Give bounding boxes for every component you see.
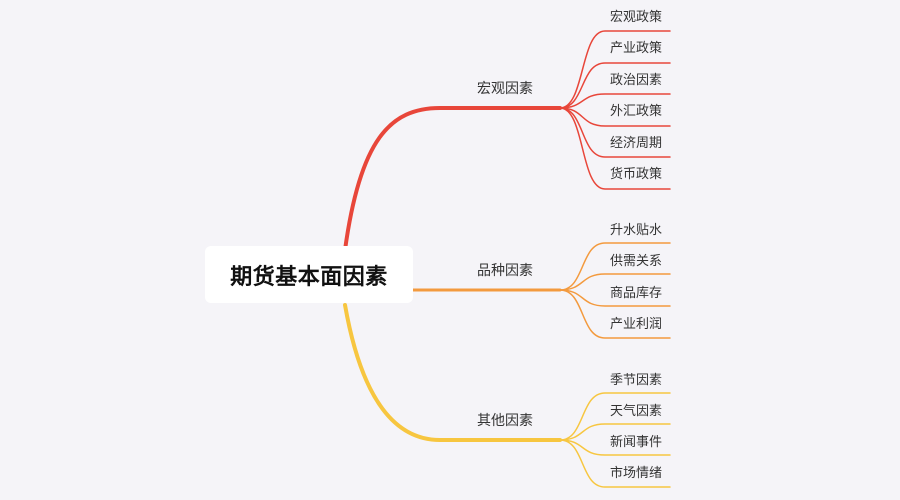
leaf-label[interactable]: 升水贴水 bbox=[610, 223, 663, 238]
branch-leaf-link bbox=[559, 439, 671, 488]
leaf-label[interactable]: 产业利润 bbox=[610, 317, 663, 332]
branch-leaf-link bbox=[559, 423, 671, 441]
leaf-label[interactable]: 政治因素 bbox=[610, 73, 663, 88]
branch-leaf-link bbox=[559, 242, 671, 291]
leaf-label[interactable]: 供需关系 bbox=[610, 254, 663, 269]
branch-leaf-link bbox=[559, 392, 671, 441]
root-label: 期货基本面因素 bbox=[230, 264, 388, 290]
branch-leaf-link bbox=[559, 93, 671, 109]
branch-leaf-link bbox=[559, 107, 671, 190]
branch-leaf-link bbox=[559, 273, 671, 291]
branch-label-variety[interactable]: 品种因素 bbox=[477, 263, 533, 279]
leaf-label[interactable]: 经济周期 bbox=[610, 136, 663, 151]
branch-leaf-link bbox=[559, 62, 671, 109]
branch-leaf-link bbox=[559, 107, 671, 158]
root-branch-link bbox=[343, 106, 562, 252]
root-node[interactable]: 期货基本面因素 bbox=[205, 246, 413, 303]
branch-leaf-link bbox=[559, 439, 671, 456]
leaf-label[interactable]: 货币政策 bbox=[610, 167, 663, 182]
branch-leaf-link bbox=[559, 289, 671, 307]
root-branch-link bbox=[343, 303, 562, 442]
leaf-label[interactable]: 商品库存 bbox=[610, 286, 663, 301]
branch-leaf-link bbox=[559, 107, 671, 127]
branch-leaf-link bbox=[559, 30, 671, 109]
leaf-label[interactable]: 市场情绪 bbox=[610, 466, 663, 481]
leaf-label[interactable]: 新闻事件 bbox=[610, 435, 663, 450]
leaf-label[interactable]: 外汇政策 bbox=[610, 104, 663, 119]
branch-label-macro[interactable]: 宏观因素 bbox=[477, 81, 533, 97]
leaf-label[interactable]: 天气因素 bbox=[610, 404, 663, 419]
leaf-label[interactable]: 宏观政策 bbox=[610, 10, 663, 25]
leaf-label[interactable]: 产业政策 bbox=[610, 41, 663, 56]
branch-leaf-link bbox=[559, 289, 671, 339]
leaf-label[interactable]: 季节因素 bbox=[610, 373, 663, 388]
branch-label-other[interactable]: 其他因素 bbox=[477, 413, 533, 429]
